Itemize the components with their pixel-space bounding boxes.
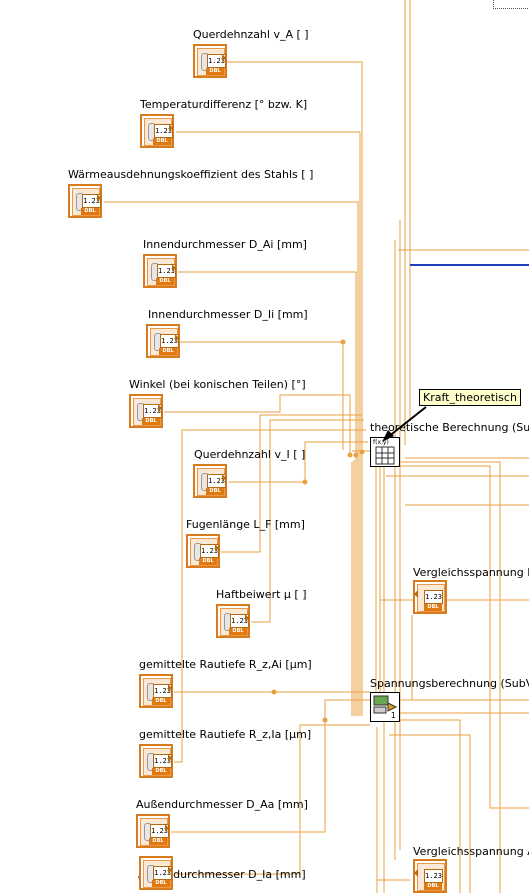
subvi-label-theoretische-berechnung: theoretische Berechnung (Sub bbox=[370, 421, 529, 434]
wire-junction-dot bbox=[322, 717, 328, 723]
wire-segment[interactable] bbox=[104, 201, 359, 454]
control-label-aussendurchmesser-dia: Außendurchmesser D_Ia [mm] bbox=[138, 868, 306, 881]
wire-segment[interactable] bbox=[180, 341, 344, 450]
wire-segment[interactable] bbox=[251, 419, 364, 623]
control-label-rautiefe-rzai: gemittelte Rautiefe R_z,Ai [µm] bbox=[139, 658, 312, 671]
output-arrow-icon bbox=[168, 754, 172, 762]
control-label-aussendurchmesser-daa: Außendurchmesser D_Aa [mm] bbox=[136, 798, 308, 811]
wire-segment[interactable] bbox=[176, 131, 361, 453]
stress-calc-icon bbox=[373, 695, 398, 714]
input-arrow-icon bbox=[414, 590, 418, 598]
subvi-theoretische-berechnung[interactable]: f(x,y) bbox=[370, 437, 400, 467]
wire-segment[interactable] bbox=[388, 465, 529, 809]
wire-junction-dot bbox=[347, 452, 353, 458]
wire-segment[interactable] bbox=[164, 394, 351, 455]
wire-segment[interactable] bbox=[386, 461, 501, 893]
formula-header: f(x,y) bbox=[373, 439, 389, 446]
subvi-spannungsberechnung[interactable]: 1 bbox=[370, 692, 400, 722]
wires bbox=[104, 0, 529, 893]
control-label-querdehnzahl-va: Querdehnzahl v_A [ ] bbox=[193, 28, 309, 41]
control-label-waermeausdehnung: Wärmeausdehnungskoeffizient des Stahls [… bbox=[68, 168, 314, 181]
indicator-label-vergleichsspannung-a: Vergleichsspannung A bbox=[413, 845, 529, 858]
control-label-innendurchmesser-dii: Innendurchmesser D_Ii [mm] bbox=[148, 308, 308, 321]
iteration-number: 1 bbox=[390, 711, 396, 720]
output-arrow-icon bbox=[172, 264, 176, 272]
indicator-label-vergleichsspannung-in: Vergleichsspannung In bbox=[413, 566, 529, 579]
wire-segment[interactable] bbox=[171, 699, 370, 833]
wire-junction-dot bbox=[353, 452, 359, 458]
control-label-fugenlaenge: Fugenlänge L_F [mm] bbox=[186, 518, 305, 531]
subvi-label-spannungsberechnung: Spannungsberechnung (SubV bbox=[370, 677, 529, 690]
wire-junction-dot bbox=[271, 689, 277, 695]
wire-junction-dot bbox=[359, 449, 365, 455]
control-label-rautiefe-rzia: gemittelte Rautiefe R_z,Ia [µm] bbox=[139, 728, 312, 741]
output-arrow-icon bbox=[168, 866, 172, 874]
control-label-innendurchmesser-dai: Innendurchmesser D_Ai [mm] bbox=[143, 238, 307, 251]
output-arrow-icon bbox=[168, 684, 172, 692]
control-label-querdehnzahl-vi: Querdehnzahl v_I [ ] bbox=[194, 448, 306, 461]
tooltip-arrow-icon bbox=[382, 406, 427, 442]
output-arrow-icon bbox=[158, 404, 162, 412]
output-arrow-icon bbox=[165, 824, 169, 832]
wire-segment[interactable] bbox=[384, 719, 461, 893]
output-arrow-icon bbox=[97, 194, 101, 202]
wire-segment[interactable] bbox=[229, 441, 368, 483]
wire-segment[interactable] bbox=[175, 724, 370, 875]
output-arrow-icon bbox=[245, 614, 249, 622]
control-label-haftbeiwert: Haftbeiwert µ [ ] bbox=[216, 588, 307, 601]
wire-segment[interactable] bbox=[174, 429, 366, 763]
wire-segment[interactable] bbox=[221, 414, 362, 553]
output-arrow-icon bbox=[215, 544, 219, 552]
control-label-temperaturdifferenz: Temperaturdifferenz [° bzw. K] bbox=[140, 98, 308, 111]
clipped-frame-corner bbox=[493, 0, 529, 9]
wire-segment[interactable] bbox=[389, 734, 471, 893]
output-arrow-icon bbox=[222, 474, 226, 482]
wire-junction-dot bbox=[302, 479, 308, 485]
wire-segment[interactable] bbox=[178, 271, 357, 455]
formula-grid-icon bbox=[375, 446, 395, 465]
output-arrow-icon bbox=[222, 54, 226, 62]
output-arrow-icon bbox=[175, 334, 179, 342]
wire-tooltip-kraft-theoretisch: Kraft_theoretisch bbox=[419, 389, 521, 406]
control-label-winkel: Winkel (bei konischen Teilen) [°] bbox=[129, 378, 306, 391]
wire-junction-dot bbox=[340, 339, 346, 345]
output-arrow-icon bbox=[169, 124, 173, 132]
wire-segment[interactable] bbox=[227, 61, 363, 452]
input-arrow-icon bbox=[414, 869, 418, 877]
